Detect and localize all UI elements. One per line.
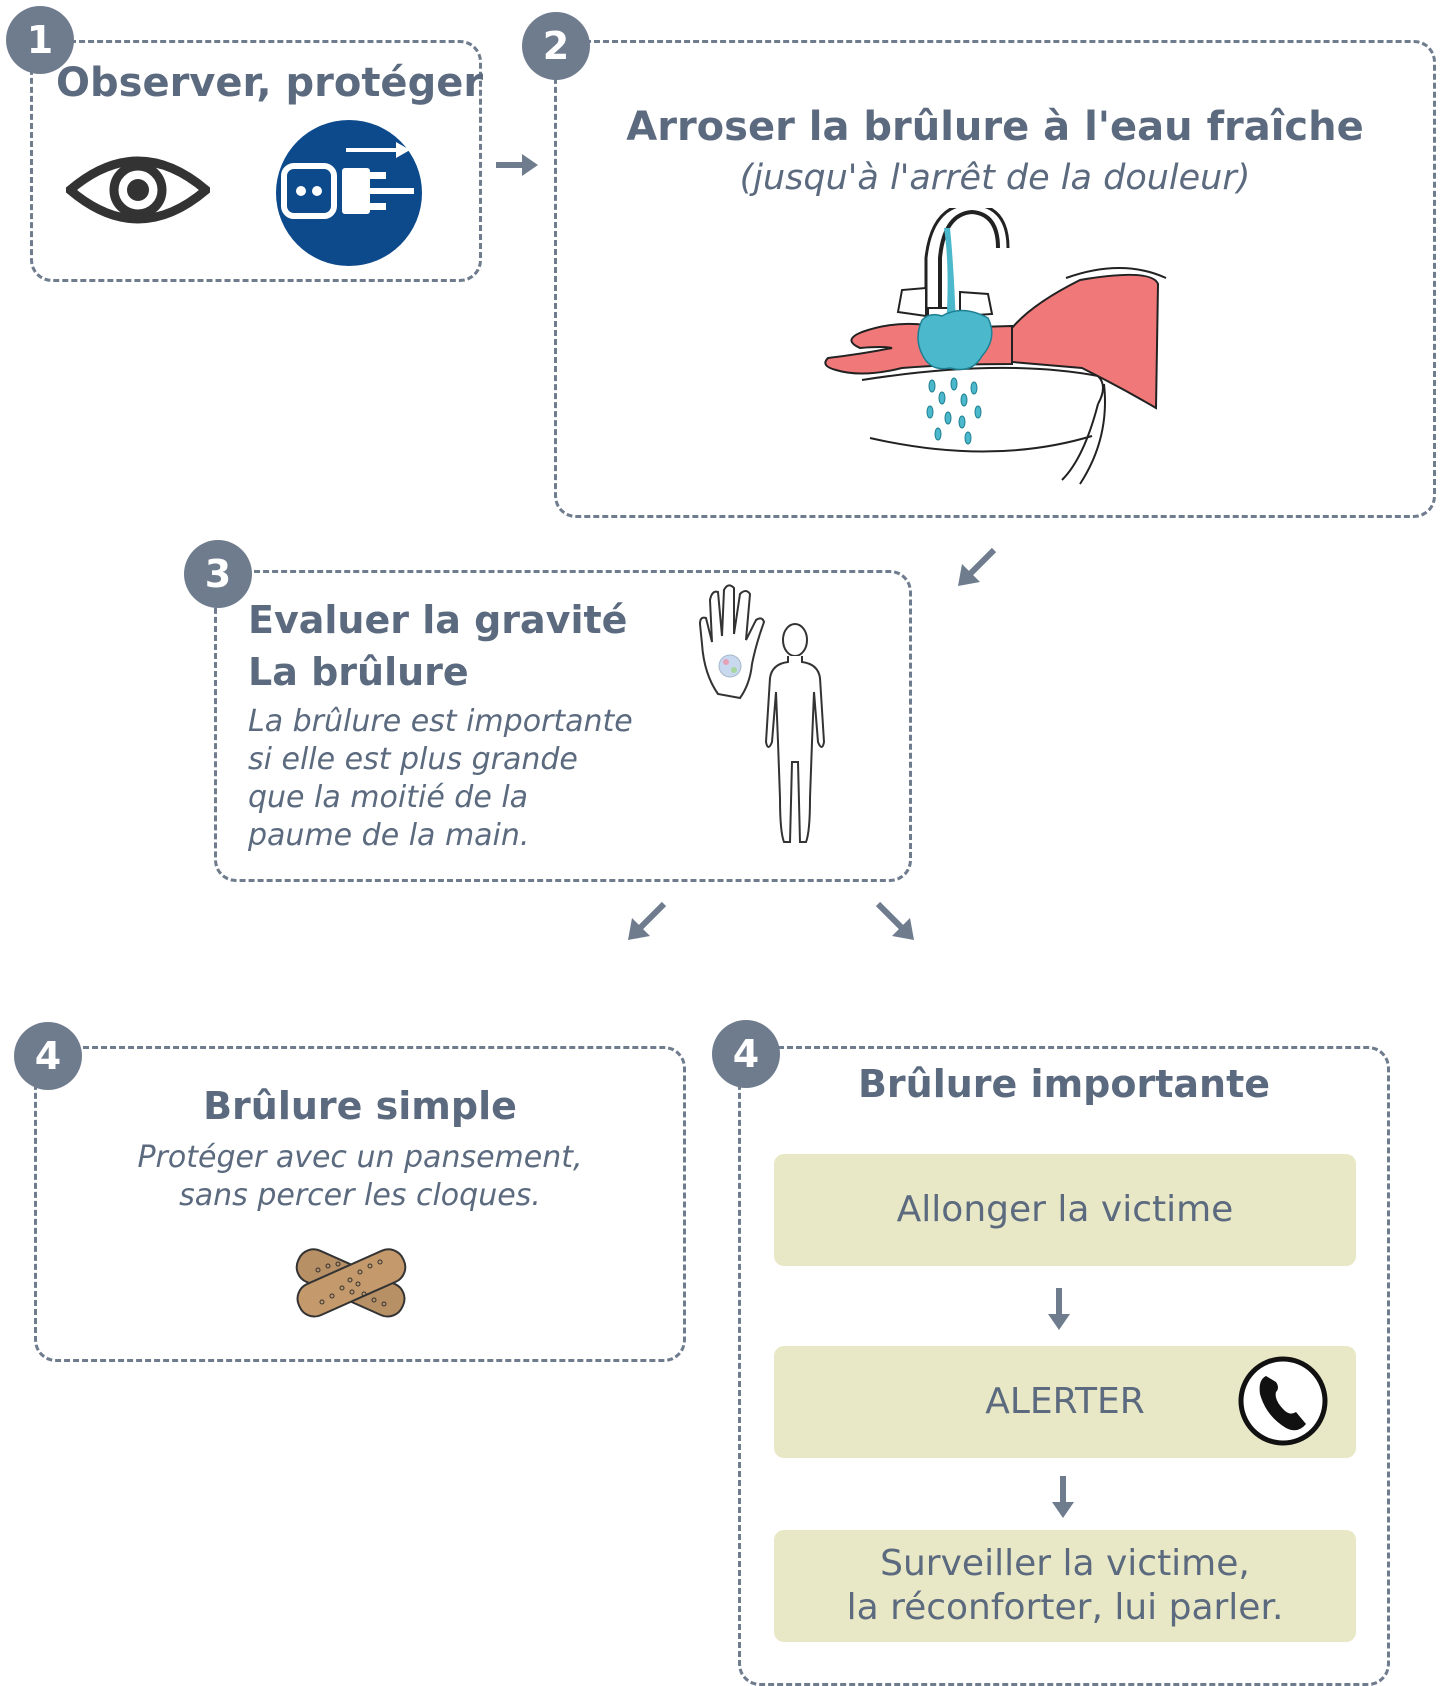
step-2-badge: 2 (522, 12, 590, 80)
step-3-text-line-2: si elle est plus grande (248, 742, 578, 777)
arrow-down-right-icon (872, 898, 918, 944)
step-1-badge: 1 (6, 6, 74, 74)
step-4-simple-text-line-1: Protéger avec un pansement, (137, 1140, 583, 1175)
step-4-simple-title: Brûlure simple (203, 1084, 517, 1128)
action-monitor-label-2: la réconforter, lui parler. (846, 1587, 1284, 1628)
body-outline-icon (760, 622, 830, 850)
step-2-title: Arroser la brûlure à l'eau fraîche (626, 104, 1364, 150)
step-4-simple-box (34, 1046, 686, 1362)
step-2-box (554, 40, 1436, 518)
step-3-text-line-4: paume de la main. (248, 818, 530, 853)
arrow-down-icon-2 (1040, 1474, 1086, 1520)
step-3-title: Evaluer la gravité (248, 598, 628, 642)
step-3-text-line-1: La brûlure est importante (248, 704, 633, 739)
arrow-down-left-icon-2 (624, 898, 670, 944)
arrow-down-left-icon (954, 544, 1000, 590)
step-4-simple-badge: 4 (14, 1022, 82, 1090)
eye-icon (66, 152, 210, 228)
step-3-box (214, 570, 912, 882)
step-3-title-2: La brûlure (248, 650, 469, 694)
phone-icon (1236, 1354, 1330, 1448)
step-3-badge: 3 (184, 540, 252, 608)
step-1-box (30, 40, 482, 282)
step-4-important-badge: 4 (712, 1020, 780, 1088)
step-4-simple-text-line-2: sans percer les cloques. (179, 1178, 541, 1213)
step-1-title: Observer, protéger (56, 60, 484, 106)
step-3-text-line-3: que la moitié de la (248, 780, 529, 815)
action-alert-label: ALERTER (985, 1381, 1145, 1422)
action-monitor-label-1: Surveiller la victime, (880, 1543, 1250, 1584)
action-lie-down-label: Allonger la victime (896, 1189, 1234, 1230)
hand-icon (696, 584, 786, 704)
step-2-subtitle: (jusqu'à l'arrêt de la douleur) (739, 158, 1251, 198)
arrow-right-icon (494, 142, 540, 188)
bandage-icon (288, 1236, 414, 1328)
arrow-down-icon (1036, 1286, 1082, 1332)
unplug-icon (274, 118, 424, 268)
washing-hand-icon (822, 208, 1174, 488)
step-4-important-title: Brûlure importante (857, 1062, 1271, 1106)
action-monitor-panel: Surveiller la victime, la réconforter, l… (774, 1530, 1356, 1642)
action-lie-down-panel: Allonger la victime (774, 1154, 1356, 1266)
